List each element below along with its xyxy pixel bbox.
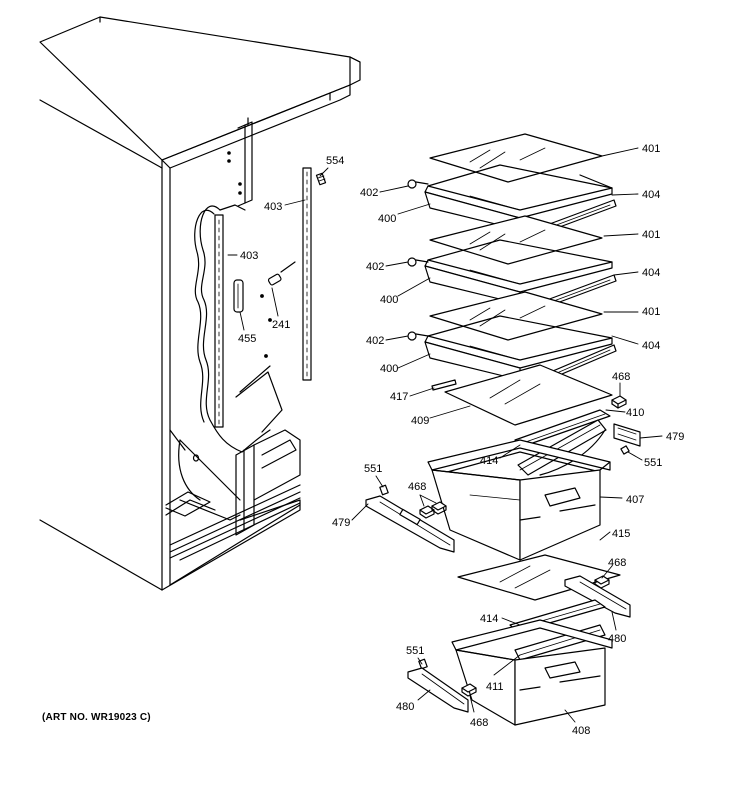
screw-554 — [315, 172, 327, 186]
callout-404: 404 — [642, 340, 660, 352]
callout-400: 400 — [378, 213, 396, 225]
callout-411: 411 — [486, 681, 504, 693]
callout-468: 468 — [608, 557, 626, 569]
pan-cover-glass-409 — [444, 364, 613, 426]
callout-480: 480 — [608, 633, 626, 645]
callout-414: 414 — [480, 455, 498, 467]
cabinet — [39, 16, 361, 591]
callout-404: 404 — [642, 189, 660, 201]
screw-551-right — [620, 445, 630, 455]
callout-404: 404 — [642, 267, 660, 279]
callout-402: 402 — [366, 335, 384, 347]
callout-labels: 401 402 404 400 401 402 404 400 401 402 … — [238, 143, 684, 737]
drawer-slide-479-right — [613, 423, 641, 447]
drawer-slide-480-right — [564, 575, 631, 618]
lamp-socket-241 — [267, 261, 296, 286]
callout-468: 468 — [408, 481, 426, 493]
callout-401: 401 — [642, 306, 660, 318]
shelf-set-1 — [407, 133, 617, 242]
leader-lines — [227, 147, 663, 723]
callout-479: 479 — [332, 517, 350, 529]
callout-408: 408 — [572, 725, 590, 737]
callout-401: 401 — [642, 229, 660, 241]
callout-403: 403 — [264, 201, 282, 213]
callout-403: 403 — [240, 250, 258, 262]
callout-409: 409 — [411, 415, 429, 427]
callout-402: 402 — [366, 261, 384, 273]
callout-468: 468 — [470, 717, 488, 729]
screw-551-left — [379, 484, 389, 496]
crisper-pan-407 — [427, 439, 611, 561]
callout-468: 468 — [612, 371, 630, 383]
slides-468-b — [419, 501, 447, 519]
callout-414: 414 — [480, 613, 498, 625]
callout-415: 415 — [612, 528, 630, 540]
callout-402: 402 — [360, 187, 378, 199]
art-number-caption: (ART NO. WR19023 C) — [42, 712, 151, 723]
pan-cover-frame-410 — [514, 409, 611, 476]
slide-468-a — [611, 395, 627, 409]
pan-cover-glass-415 — [457, 554, 621, 601]
callout-455: 455 — [238, 333, 256, 345]
callout-401: 401 — [642, 143, 660, 155]
trim-417 — [431, 379, 457, 391]
callout-551: 551 — [406, 645, 424, 657]
callout-551: 551 — [364, 463, 382, 475]
callout-551: 551 — [644, 457, 662, 469]
callout-400: 400 — [380, 363, 398, 375]
shelf-support-rail-403-left — [214, 214, 224, 428]
slide-468-d — [461, 683, 477, 697]
shelf-support-rail-403 — [302, 167, 312, 381]
callout-479: 479 — [666, 431, 684, 443]
callout-400: 400 — [380, 294, 398, 306]
light-shield-455 — [233, 279, 244, 313]
callout-241: 241 — [272, 319, 290, 331]
callout-410: 410 — [626, 407, 644, 419]
shelf-set-2 — [407, 215, 617, 317]
crisper-pan-408 — [451, 619, 613, 726]
callout-480: 480 — [396, 701, 414, 713]
callout-554: 554 — [326, 155, 344, 167]
callout-407: 407 — [626, 494, 644, 506]
drawer-slide-480-left — [407, 667, 469, 713]
callout-417: 417 — [390, 391, 408, 403]
